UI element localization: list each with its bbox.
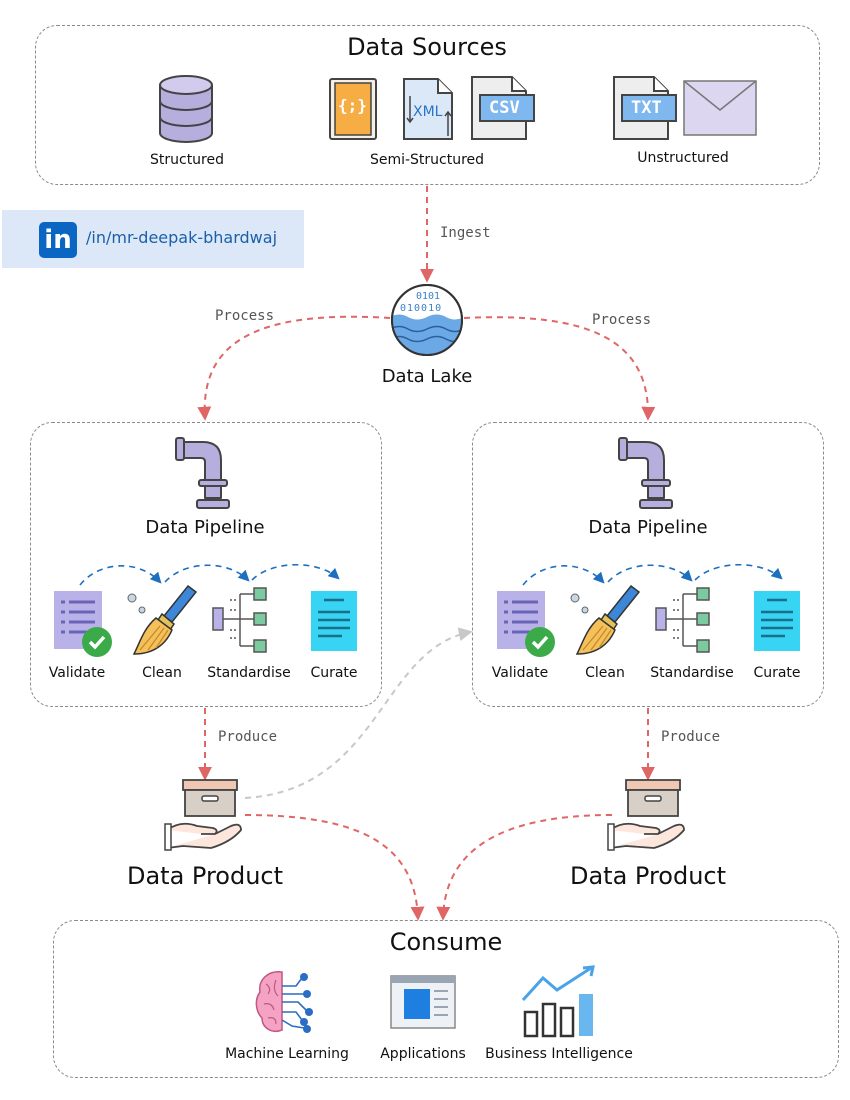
process-right-arrow — [463, 316, 656, 421]
pipeline-left-title: Data Pipeline — [145, 517, 265, 538]
flow-arrow-3 — [251, 563, 340, 581]
txt-glyph: TXT — [631, 98, 662, 118]
process-right-label: Process — [592, 312, 652, 328]
hierarchy-icon — [212, 587, 267, 653]
produce-left-label: Produce — [218, 729, 278, 745]
semi-structured-label: Semi-Structured — [369, 152, 485, 168]
flow-arrow-6 — [694, 563, 783, 581]
flow-arrow-1 — [79, 565, 162, 586]
data-sources-title: Data Sources — [347, 33, 507, 61]
pipeline-left-box — [30, 422, 382, 707]
linkedin-banner[interactable]: in /in/mr-deepak-bhardwaj — [2, 210, 304, 268]
consume-right-arrow — [436, 814, 613, 921]
lake-bits-bottom: 010010 — [400, 303, 443, 314]
step-label: Validate — [491, 665, 549, 681]
envelope-icon — [683, 80, 757, 136]
data-product-right-label: Data Product — [569, 862, 727, 890]
broom-icon — [127, 584, 198, 655]
process-left-arrow — [197, 315, 391, 421]
step-label: Validate — [48, 665, 106, 681]
data-lake-label: Data Lake — [381, 366, 473, 387]
step-label: Curate — [310, 665, 358, 681]
data-sources-box — [35, 25, 820, 185]
consumer-label: Machine Learning — [225, 1046, 349, 1062]
linkedin-icon: in — [39, 222, 77, 258]
application-window-icon — [390, 975, 456, 1029]
flow-arrow-4 — [522, 565, 605, 586]
product-box-hand-icon — [607, 779, 685, 851]
ingest-label: Ingest — [440, 225, 491, 241]
csv-glyph: CSV — [489, 98, 520, 118]
produce-right-label: Produce — [661, 729, 721, 745]
validate-icon — [497, 591, 555, 657]
document-icon — [754, 591, 800, 651]
flow-arrow-2 — [164, 564, 250, 583]
pipeline-right-title: Data Pipeline — [588, 517, 708, 538]
brain-network-icon — [255, 971, 313, 1033]
pipeline-right-box — [472, 422, 824, 707]
consume-left-arrow — [244, 814, 425, 921]
process-left-label: Process — [215, 308, 275, 324]
structured-label: Structured — [149, 152, 225, 168]
lake-bits-top: 0101 — [416, 291, 441, 302]
consume-title: Consume — [389, 928, 503, 956]
step-label: Clean — [585, 665, 625, 681]
csv-file-icon — [471, 76, 535, 140]
data-product-left-label: Data Product — [126, 862, 284, 890]
txt-file-icon — [613, 76, 677, 140]
product-to-pipeline-arrow — [244, 627, 473, 799]
consumer-label: Business Intelligence — [485, 1046, 633, 1062]
pipe-icon — [618, 437, 673, 509]
unstructured-label: Unstructured — [637, 150, 729, 166]
bar-chart-trend-icon — [521, 965, 595, 1038]
database-icon — [159, 75, 213, 143]
hierarchy-icon — [655, 587, 710, 653]
consume-box — [53, 920, 839, 1078]
xml-glyph: XML — [413, 104, 443, 120]
step-label: Standardise — [650, 665, 734, 681]
step-label: Curate — [753, 665, 801, 681]
flow-arrow-5 — [607, 564, 693, 583]
data-lake-icon — [391, 284, 463, 356]
json-glyph: {;} — [338, 96, 367, 115]
consumer-label: Applications — [380, 1046, 466, 1062]
linkedin-handle[interactable]: /in/mr-deepak-bhardwaj — [86, 228, 278, 247]
step-label: Clean — [142, 665, 182, 681]
product-box-hand-icon — [164, 779, 242, 851]
pipe-icon — [175, 437, 230, 509]
document-icon — [311, 591, 357, 651]
validate-icon — [54, 591, 112, 657]
json-file-icon — [329, 78, 377, 140]
broom-icon — [570, 584, 641, 655]
xml-file-icon — [403, 78, 453, 140]
step-label: Standardise — [207, 665, 291, 681]
